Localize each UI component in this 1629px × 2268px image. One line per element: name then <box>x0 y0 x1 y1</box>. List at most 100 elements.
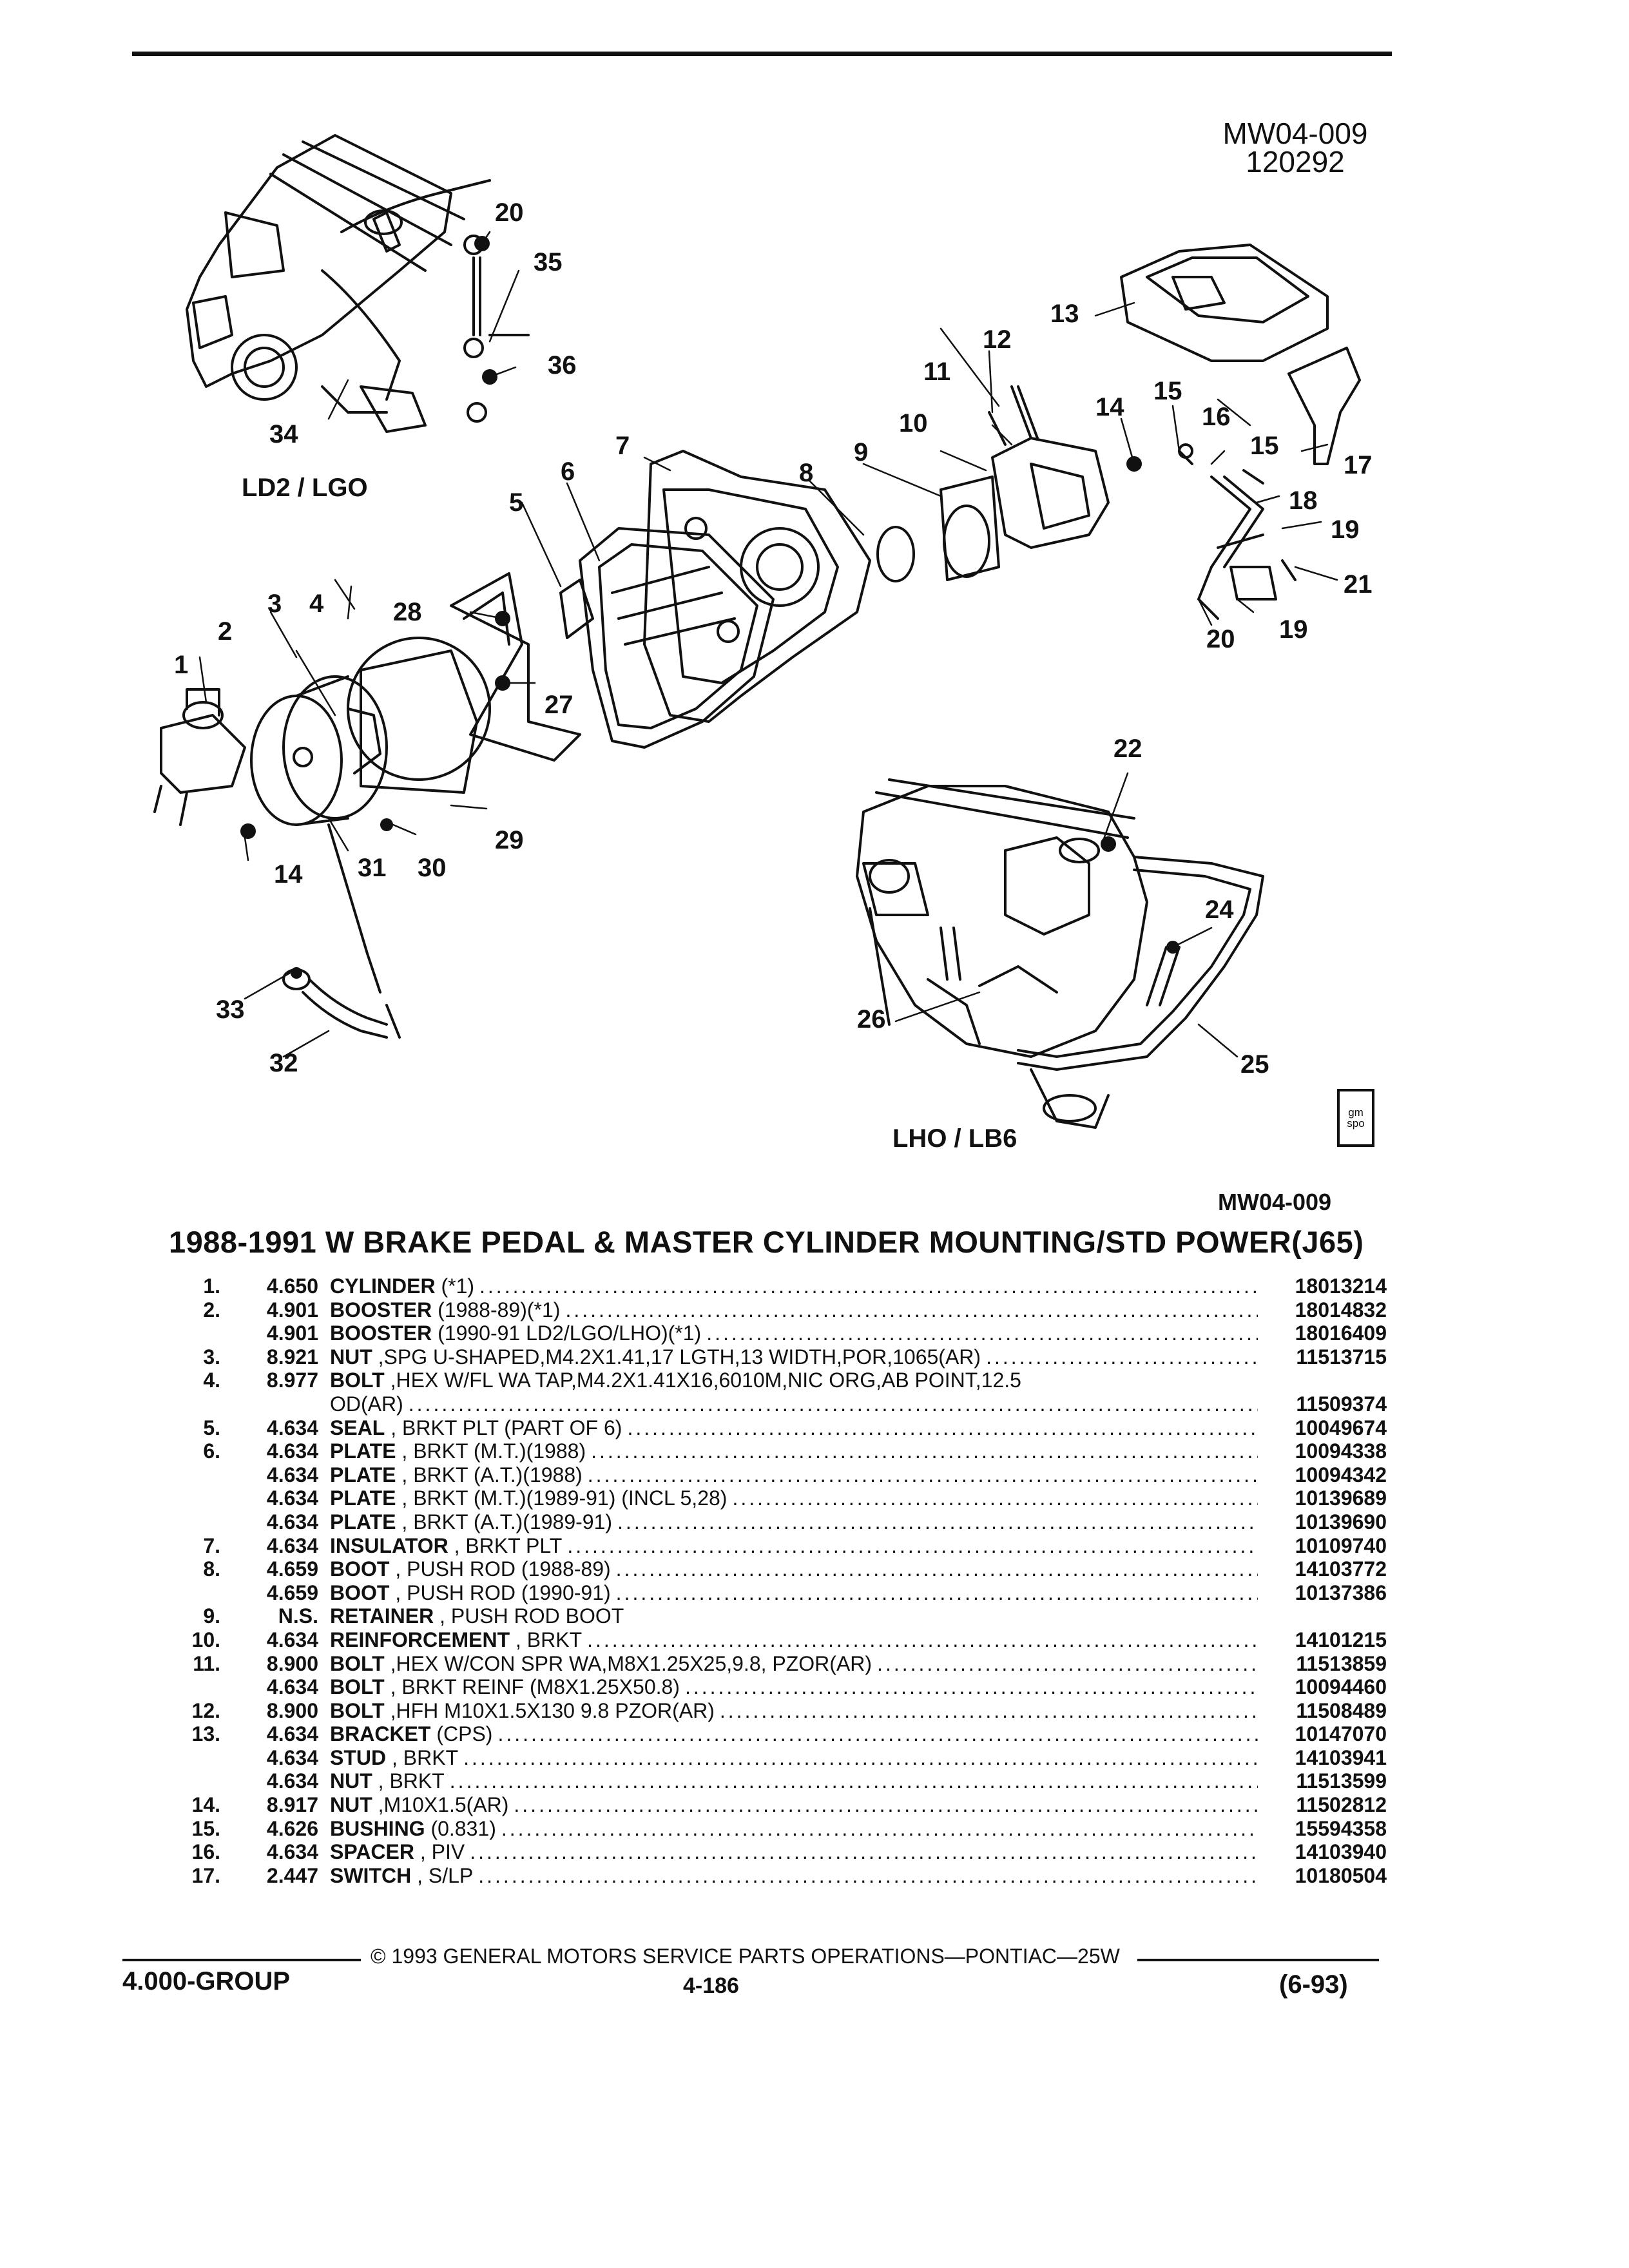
part-group: 4.634 <box>266 1628 318 1651</box>
dot-leader <box>445 1769 1258 1793</box>
part-name: NUT <box>330 1769 372 1793</box>
part-group: 4.650 <box>266 1274 318 1298</box>
part-description: NUT , BRKT <box>330 1769 1258 1793</box>
part-number: 14103941 <box>1295 1745 1387 1769</box>
part-ref: 14. <box>191 1793 220 1817</box>
dot-leader <box>611 1557 1258 1581</box>
part-detail: , BRKT PLT (PART OF 6) <box>385 1416 622 1439</box>
dot-leader <box>727 1486 1258 1510</box>
part-description: NUT ,M10X1.5(AR) <box>330 1793 1258 1817</box>
part-name: BUSHING <box>330 1816 425 1840</box>
part-number: 11508489 <box>1296 1698 1387 1722</box>
callout-31: 31 <box>358 854 387 882</box>
part-group: 4.634 <box>266 1463 318 1486</box>
footer-page-number: 4-186 <box>683 1974 739 1998</box>
part-number: 10180504 <box>1295 1863 1387 1887</box>
part-group: 4.634 <box>266 1840 318 1864</box>
callout-leader-lines <box>198 231 1338 1058</box>
part-number: 11513859 <box>1296 1651 1387 1675</box>
callout-21: 19 <box>1279 615 1308 644</box>
dot-leader <box>1021 1369 1258 1392</box>
part-name: SWITCH <box>330 1863 412 1887</box>
part-group: 4.634 <box>266 1486 318 1510</box>
part-ref: 15. <box>191 1816 220 1840</box>
dot-leader <box>612 1510 1258 1534</box>
footer-group: 4.000-GROUP <box>122 1967 291 1995</box>
part-name: BOOT <box>330 1557 390 1581</box>
part-description: OD(AR) <box>330 1392 1258 1416</box>
dot-leader <box>611 1581 1258 1605</box>
part-description: SEAL , BRKT PLT (PART OF 6) <box>330 1416 1258 1440</box>
part-group: 4.626 <box>266 1816 318 1840</box>
part-number: 10049674 <box>1295 1416 1387 1439</box>
part-group: 4.634 <box>266 1510 318 1533</box>
callout-4: 4 <box>309 590 324 618</box>
part-description: RETAINER , PUSH ROD BOOT <box>330 1604 1258 1628</box>
part-name: BOOT <box>330 1581 390 1604</box>
part-group: 8.921 <box>266 1345 318 1369</box>
part-ref: 5. <box>203 1416 220 1439</box>
part-number: 10137386 <box>1295 1581 1387 1604</box>
dot-leader <box>582 1628 1258 1652</box>
footer-date: (6-93) <box>1279 1970 1348 1999</box>
part-ref: 8. <box>203 1557 220 1581</box>
dot-leader <box>701 1321 1258 1345</box>
part-name: BOLT <box>330 1369 385 1392</box>
part-ref: 7. <box>203 1533 220 1557</box>
part-number: 14103772 <box>1295 1557 1387 1581</box>
dot-leader <box>715 1699 1258 1723</box>
dot-leader <box>496 1817 1258 1841</box>
part-detail: , S/LP <box>411 1863 474 1887</box>
part-detail: ,HFH M10X1.5X130 9.8 PZOR(AR) <box>384 1698 715 1722</box>
part-description: PLATE , BRKT (M.T.)(1988) <box>330 1439 1258 1463</box>
callout-15-lower: 15 <box>1250 432 1279 460</box>
part-number: 11513715 <box>1296 1345 1387 1369</box>
part-group: 4.634 <box>266 1722 318 1746</box>
callout-33: 33 <box>216 995 245 1024</box>
part-description: BOOSTER (1990-91 LD2/LGO/LHO)(*1) <box>330 1321 1258 1345</box>
callout-17: 17 <box>1344 451 1373 479</box>
part-name: CYLINDER <box>330 1274 436 1298</box>
footer-rule-left <box>122 1959 361 1961</box>
dot-leader <box>458 1746 1258 1770</box>
part-number: 11509374 <box>1296 1392 1387 1416</box>
part-ref: 17. <box>191 1863 220 1887</box>
parts-row: OD(AR) 11509374 <box>169 1392 1387 1416</box>
callout-7: 7 <box>615 432 630 460</box>
part-ref: 10. <box>191 1628 220 1651</box>
dot-leader <box>586 1439 1258 1463</box>
dot-leader <box>583 1463 1258 1487</box>
part-detail: ,SPG U-SHAPED,M4.2X1.41,17 LGTH,13 WIDTH… <box>372 1345 981 1369</box>
part-ref: 2. <box>203 1298 220 1321</box>
part-group: 4.634 <box>266 1675 318 1699</box>
dot-leader <box>560 1298 1258 1322</box>
part-number: 18016409 <box>1295 1321 1387 1345</box>
part-detail: , PUSH ROD (1990-91) <box>389 1581 611 1604</box>
callout-34: 34 <box>269 420 298 448</box>
part-group: 4.634 <box>266 1769 318 1793</box>
drawing-date: 120292 <box>1246 145 1345 178</box>
part-number: 10147070 <box>1295 1722 1387 1746</box>
part-name: PLATE <box>330 1439 396 1463</box>
part-group: 8.900 <box>266 1698 318 1722</box>
callout-1: 1 <box>174 651 189 679</box>
part-group: 8.917 <box>266 1793 318 1817</box>
part-number: 10139690 <box>1295 1510 1387 1533</box>
callout-15-top: 15 <box>1153 377 1182 405</box>
part-description: BRACKET (CPS) <box>330 1722 1258 1746</box>
part-name: STUD <box>330 1745 387 1769</box>
part-detail: (0.831) <box>425 1816 496 1840</box>
part-number: 10094338 <box>1295 1439 1387 1463</box>
part-description: SPACER , PIV <box>330 1840 1258 1864</box>
callout-8: 8 <box>799 459 814 487</box>
part-name: REINFORCEMENT <box>330 1628 510 1651</box>
